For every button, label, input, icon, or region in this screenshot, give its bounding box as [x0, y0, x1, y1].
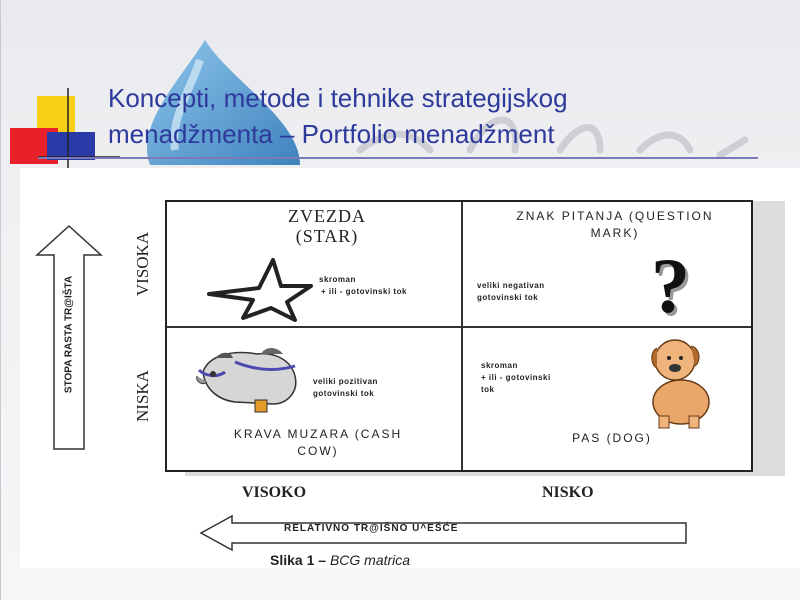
- background-watermark: [147, 40, 749, 165]
- star-title-line-2: (STAR): [295, 226, 359, 246]
- question-title-line-1: ZNAK PITANJA (QUESTION: [516, 209, 714, 223]
- cow-label: KRAVA MUZARA (CASH COW): [183, 426, 453, 460]
- question-note-line-2: gotovinski tok: [477, 293, 539, 302]
- cow-note-line-1: veliki pozitivan: [313, 377, 378, 386]
- title-line-2: menadžmenta – Portfolio menadžment: [108, 119, 555, 149]
- water-drop-icon: [147, 40, 300, 165]
- cow-note: veliki pozitivan gotovinski tok: [313, 376, 378, 400]
- y-axis-arrow: [35, 224, 103, 450]
- star-note: skroman + ili - gotovinski tok: [319, 274, 407, 298]
- script-watermark: [356, 116, 749, 159]
- star-title: ZVEZDA (STAR): [227, 206, 427, 246]
- dog-note: skroman + ili - gotovinski tok: [481, 360, 551, 396]
- cow-note-line-2: gotovinski tok: [313, 389, 375, 398]
- question-note-line-1: veliki negativan: [477, 281, 545, 290]
- matrix-vertical-divider: [461, 202, 463, 470]
- figure-caption: Slika 1 – BCG matrica: [270, 552, 410, 568]
- question-note: veliki negativan gotovinski tok: [477, 280, 545, 304]
- star-note-line-2: + ili - gotovinski tok: [321, 287, 407, 296]
- dog-note-line-1: skroman: [481, 361, 518, 370]
- question-mark-icon: ?: [651, 242, 690, 329]
- caption-text: BCG matrica: [329, 552, 411, 568]
- title-underline: [38, 157, 758, 159]
- bcg-matrix: ZVEZDA (STAR) skroman + ili - gotovinski…: [165, 200, 753, 472]
- slide-title: Koncepti, metode i tehnike strategijskog…: [108, 80, 708, 152]
- dog-note-line-3: tok: [481, 385, 495, 394]
- matrix-horizontal-divider: [167, 326, 751, 328]
- star-title-line-1: ZVEZDA: [288, 206, 366, 226]
- cow-label-line-2: COW): [297, 444, 339, 458]
- y-axis-label: STOPA RASTA TR@IŠTA: [63, 275, 75, 394]
- dog-label: PAS (DOG): [572, 431, 652, 445]
- question-title: ZNAK PITANJA (QUESTION MARK): [475, 208, 755, 242]
- question-title-line-2: MARK): [590, 226, 640, 240]
- cow-icon: [196, 348, 297, 413]
- y-low-label: NISKA: [133, 370, 152, 422]
- star-icon: [207, 258, 313, 322]
- x-axis-arrow: [199, 514, 687, 552]
- figure-area: STOPA RASTA TR@IŠTA VISOKA NISKA ZVEZDA …: [20, 168, 800, 568]
- title-line-1: Koncepti, metode i tehnike strategijskog: [108, 83, 568, 113]
- dog-note-line-2: + ili - gotovinski: [481, 373, 551, 382]
- dog-icon: [651, 339, 710, 429]
- x-low-label: NISKO: [542, 484, 594, 501]
- y-high-label: VISOKA: [133, 231, 152, 297]
- x-high-label: VISOKO: [242, 484, 307, 501]
- x-axis-label: RELATIVNO TR@IŠNO U^EŠĆE: [284, 523, 459, 534]
- star-note-line-1: skroman: [319, 275, 356, 284]
- caption-prefix: Slika 1 –: [270, 552, 327, 568]
- cow-label-line-1: KRAVA MUZARA (CASH: [233, 427, 403, 441]
